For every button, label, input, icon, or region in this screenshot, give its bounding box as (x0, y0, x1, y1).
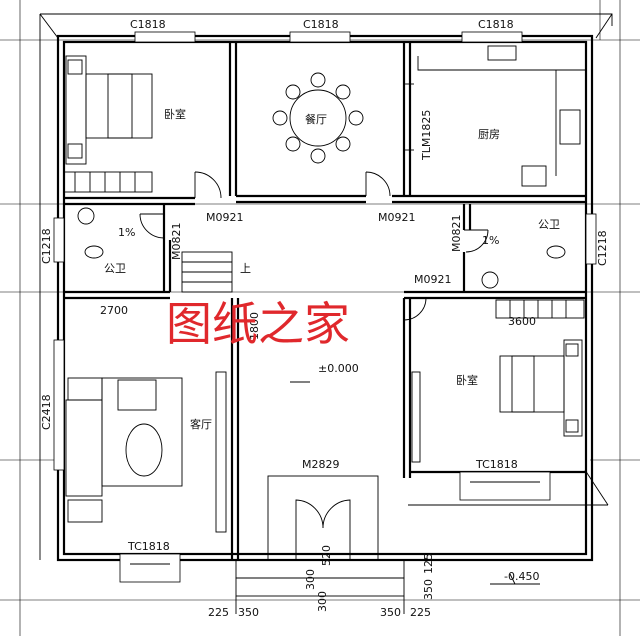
windows (53, 31, 597, 583)
dim-step-520: 520 (320, 545, 333, 566)
slope-right: 1% (482, 234, 499, 247)
room-bath-right: 公卫 (538, 218, 560, 231)
door-label-left-bath: M0821 (170, 223, 183, 261)
window-label-bottom-right: TC1818 (475, 458, 518, 471)
window-label-top-left: C1818 (130, 18, 166, 31)
door-label-right-bath: M0821 (450, 215, 463, 253)
dim-step-350v: 350 (422, 579, 435, 600)
room-bedroom-right: 卧室 (456, 373, 478, 387)
dim-step-125: 125 (422, 553, 435, 574)
window-label-left-bath: C1218 (40, 228, 53, 264)
room-dining: 餐厅 (305, 112, 327, 126)
dim-hall-depth: 1800 (248, 312, 261, 340)
dim-bottom-225b: 225 (410, 606, 431, 619)
door-label-kitchen: TLM1825 (420, 110, 433, 161)
window-label-left-living: C2418 (40, 394, 53, 430)
furniture (63, 45, 586, 523)
room-kitchen: 厨房 (478, 128, 500, 141)
doors (139, 83, 489, 561)
dim-bottom-350a: 350 (238, 606, 259, 619)
door-label-left-upper: M0921 (206, 211, 244, 224)
dim-living-width: 2700 (100, 304, 128, 317)
door-label-right-lower: M0921 (414, 273, 452, 286)
eave-outline (39, 13, 613, 560)
room-living: 客厅 (190, 417, 212, 431)
window-label-right-bath: C1218 (596, 230, 609, 266)
watermark: 图纸之家 (166, 297, 350, 351)
door-label-main: M2829 (302, 458, 340, 471)
room-bedroom-left: 卧室 (164, 107, 186, 121)
floor-level: ±0.000 (318, 362, 359, 375)
dim-bottom-225a: 225 (208, 606, 229, 619)
dim-step-300b: 300 (316, 591, 329, 612)
outside-level: -0.450 (504, 570, 539, 583)
dim-bottom-350b: 350 (380, 606, 401, 619)
window-label-top-right: C1818 (478, 18, 514, 31)
room-bath-left: 公卫 (104, 262, 126, 275)
door-label-right-upper: M0921 (378, 211, 416, 224)
front-steps (235, 381, 540, 614)
stair-up-label: 上 (240, 262, 251, 275)
window-label-bottom-left: TC1818 (127, 540, 170, 553)
dim-bed-right: 3600 (508, 315, 536, 328)
window-label-top-center: C1818 (303, 18, 339, 31)
dim-step-300a: 300 (304, 569, 317, 590)
slope-left: 1% (118, 226, 135, 239)
